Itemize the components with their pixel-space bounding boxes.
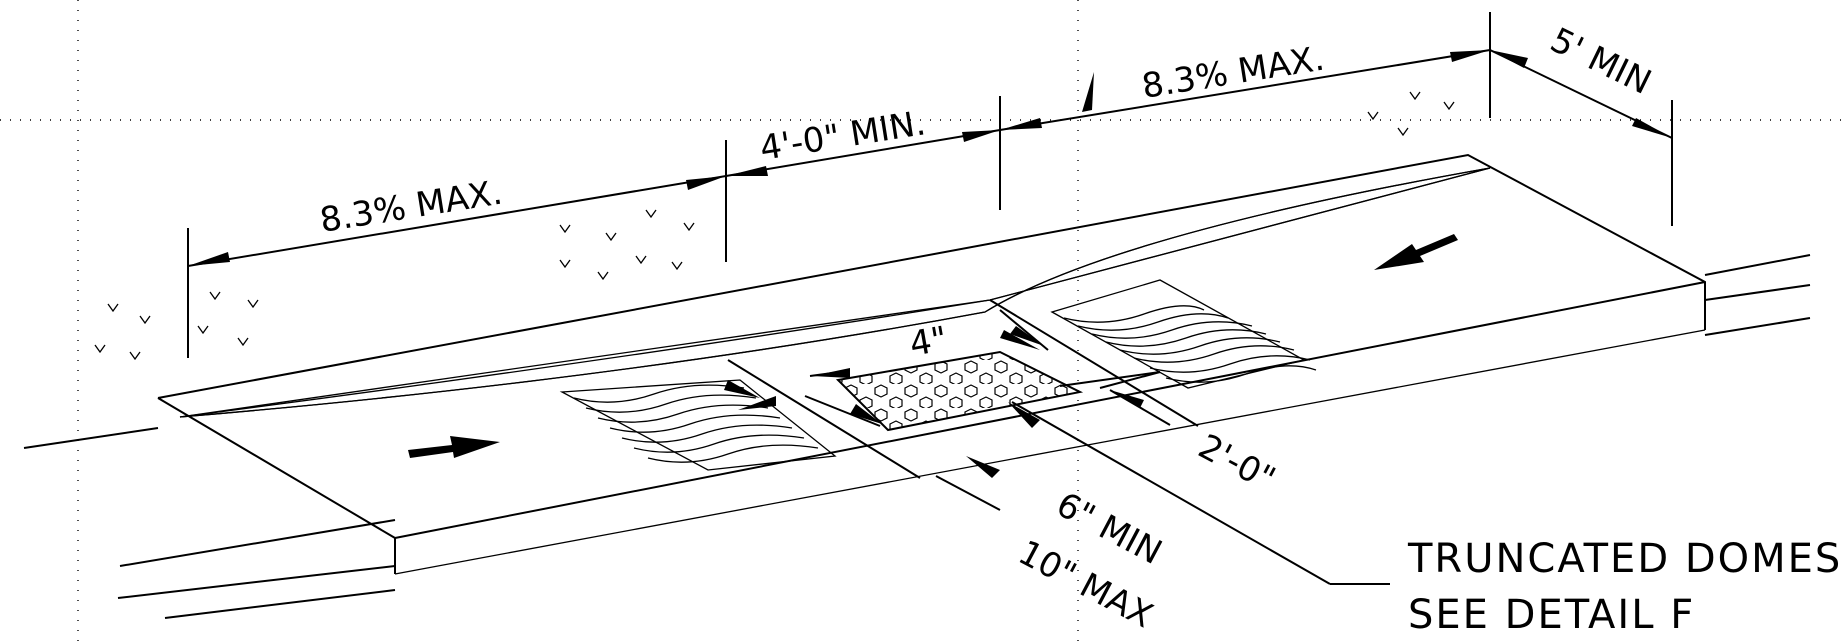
flow-arrow-right-icon <box>408 436 500 458</box>
callout-line-1: TRUNCATED DOMES <box>1407 536 1842 582</box>
texture-patch-left <box>559 379 837 471</box>
label-slope-left: 8.3% MAX. <box>317 173 505 241</box>
dimension-arrowheads <box>188 50 1672 478</box>
flow-arrow-left-icon <box>1374 234 1458 270</box>
label-width-min: 5' MIN <box>1544 20 1657 103</box>
grass-marks <box>94 91 1455 361</box>
label-dome-width: 2'-0" <box>1192 427 1282 500</box>
label-dome-depth: 4" <box>907 319 951 365</box>
label-landing: 4'-0" MIN. <box>757 103 928 169</box>
hatched-flares <box>179 167 1491 418</box>
texture-patch-right <box>1050 279 1317 389</box>
label-slope-right: 8.3% MAX. <box>1139 39 1327 107</box>
flow-arrows <box>408 234 1458 458</box>
dimension-lines <box>187 12 1673 585</box>
callout-line-2: SEE DETAIL F <box>1408 592 1695 638</box>
sidewalk-outline <box>23 153 1811 619</box>
